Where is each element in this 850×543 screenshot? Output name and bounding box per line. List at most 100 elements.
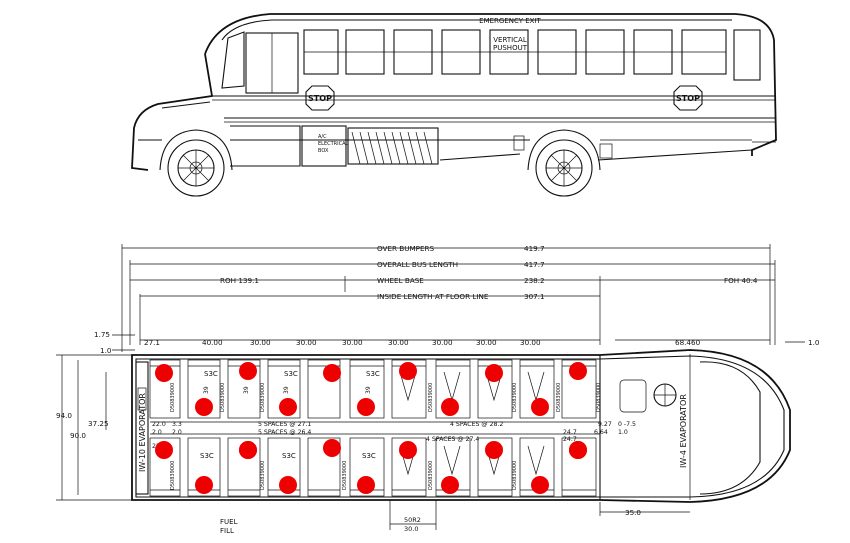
seat-marker-3 — [323, 364, 341, 382]
seat-marker-9 — [357, 398, 375, 416]
svg-text:0 -7.5: 0 -7.5 — [618, 421, 636, 428]
spacing-30-b: 30.00 — [296, 338, 317, 347]
svg-text:5 SPACES @ 27.1: 5 SPACES @ 27.1 — [258, 420, 311, 428]
foh-label: FOH 40.4 — [724, 276, 758, 285]
seat-markers — [155, 362, 587, 494]
spacing-30-f: 30.00 — [476, 338, 497, 347]
svg-text:3.3: 3.3 — [172, 421, 182, 428]
upper-seat-row — [149, 359, 597, 419]
over-bumpers-label: OVER BUMPERS — [377, 244, 435, 253]
overall-length-label: OVERALL BUS LENGTH — [377, 260, 458, 269]
vertical-pushout-label: VERTICAL — [493, 36, 527, 44]
front-evaporator-label: IW-4 EVAPORATOR — [679, 394, 688, 468]
ac-box-label-2: ELECTRICAL — [318, 141, 349, 147]
seat-marker-4 — [399, 362, 417, 380]
wheel-base-label: WHEEL BASE — [377, 276, 424, 285]
seat-marker-7 — [195, 398, 213, 416]
spacing-30-c: 30.00 — [342, 338, 363, 347]
seat-type-6: S3C — [362, 452, 376, 460]
right-1-0: 1.0 — [808, 338, 820, 347]
svg-text:4 SPACES @ 28.2: 4 SPACES @ 28.2 — [450, 420, 503, 428]
svg-text:1.0: 1.0 — [618, 429, 628, 436]
seat-marker-24 — [569, 441, 587, 459]
svg-text:22.0: 22.0 — [152, 421, 166, 428]
floor-plan: IW-10 EVAPORATOR IW-4 EVAPORATOR — [131, 349, 791, 535]
spacing-30-a: 30.00 — [250, 338, 271, 347]
seat-marker-14 — [323, 439, 341, 457]
spacing-30-d: 30.00 — [388, 338, 409, 347]
spacing-40: 40.00 — [202, 338, 223, 347]
inside-length-label: INSIDE LENGTH AT FLOOR LINE — [377, 292, 489, 301]
seat-code-3: D50839000 — [260, 383, 266, 412]
seat-marker-12 — [155, 441, 173, 459]
ac-box-label-1: A/C — [318, 134, 327, 140]
seat-code-10: D50839000 — [342, 461, 348, 490]
svg-text:2.0: 2.0 — [172, 429, 182, 436]
seat-type-5: S3C — [282, 452, 296, 460]
seat-marker-19 — [279, 476, 297, 494]
seat-width-4: 39 — [365, 386, 372, 394]
roh-label: ROH 139.1 — [220, 276, 259, 285]
width-inner: 90.0 — [70, 431, 86, 440]
emergency-exit-label: EMERGENCY EXIT — [479, 17, 541, 25]
seat-marker-20 — [357, 476, 375, 494]
seat-marker-10 — [441, 398, 459, 416]
seat-width-1: 39 — [203, 386, 210, 394]
seat-width-3: 39 — [283, 386, 290, 394]
seat-code-5: D50839000 — [512, 383, 518, 412]
seat-code-1: D50839000 — [170, 383, 176, 412]
svg-text:9.27: 9.27 — [598, 421, 612, 428]
seat-code-9: D50839000 — [260, 461, 266, 490]
front-clearance: 68.460 — [675, 338, 701, 347]
rear-wheel — [527, 129, 601, 197]
fill-label: FILL — [220, 527, 234, 535]
seat-marker-11 — [531, 398, 549, 416]
wheel-base-value: 238.2 — [524, 276, 545, 285]
side-windows — [303, 29, 761, 81]
inside-length-value: 307.1 — [524, 292, 545, 301]
svg-text:4 SPACES @ 27.4: 4 SPACES @ 27.4 — [426, 435, 479, 443]
seat-marker-1 — [155, 364, 173, 382]
step-50r2: 50R2 — [404, 516, 421, 524]
lower-seat-row — [149, 437, 597, 497]
front-evaporator: IW-4 EVAPORATOR — [619, 361, 761, 495]
svg-text:24.7: 24.7 — [563, 429, 577, 436]
seat-marker-15 — [399, 441, 417, 459]
seat-code-4: D50839000 — [428, 383, 434, 412]
seat-code-11: D50839000 — [428, 461, 434, 490]
fuel-label: FUEL — [220, 518, 238, 526]
seat-code-8: D50839000 — [170, 461, 176, 490]
seat-marker-6 — [569, 362, 587, 380]
seat-marker-18 — [195, 476, 213, 494]
aisle-offset: 37.25 — [88, 419, 109, 428]
left-1-0: 1.0 — [100, 346, 112, 355]
seat-type-1: S3C — [204, 370, 218, 378]
svg-text:STOP: STOP — [676, 94, 700, 103]
overall-length-value: 417.7 — [524, 260, 545, 269]
step-30-0: 30.0 — [404, 525, 418, 533]
spacing-30-g: 30.00 — [520, 338, 541, 347]
spacing-30-e: 30.00 — [432, 338, 453, 347]
front-wheel — [159, 129, 233, 197]
pushout-label: PUSHOUT — [493, 44, 528, 52]
overall-dimensions: OVER BUMPERS 419.7 OVERALL BUS LENGTH 41… — [56, 244, 820, 501]
svg-text:24.7: 24.7 — [563, 436, 577, 443]
seat-marker-22 — [531, 476, 549, 494]
seat-marker-8 — [279, 398, 297, 416]
seat-code-2: D50839000 — [220, 383, 226, 412]
seat-type-3: S3C — [366, 370, 380, 378]
spacing-27-1: 27.1 — [144, 338, 160, 347]
seat-code-6: D50839000 — [556, 383, 562, 412]
svg-text:2.0: 2.0 — [152, 429, 162, 436]
svg-text:5 SPACES @ 26.4: 5 SPACES @ 26.4 — [258, 428, 311, 436]
seat-marker-5 — [485, 364, 503, 382]
bus-side-elevation: STOP STOP EMERGENCY EXIT VERTICAL PUSHOU… — [131, 13, 777, 197]
aisle-dimensions: 22.0 3.3 2.0 2.0 22.0 5 SPACES @ 27.1 5 … — [152, 420, 636, 450]
over-bumpers-value: 419.7 — [524, 244, 545, 253]
seat-marker-21 — [441, 476, 459, 494]
seat-marker-23 — [239, 441, 257, 459]
rear-evaporator: IW-10 EVAPORATOR — [135, 361, 149, 495]
ac-box-label-3: BOX — [318, 148, 329, 154]
width-outer: 94.0 — [56, 411, 72, 420]
svg-text:STOP: STOP — [308, 94, 332, 103]
